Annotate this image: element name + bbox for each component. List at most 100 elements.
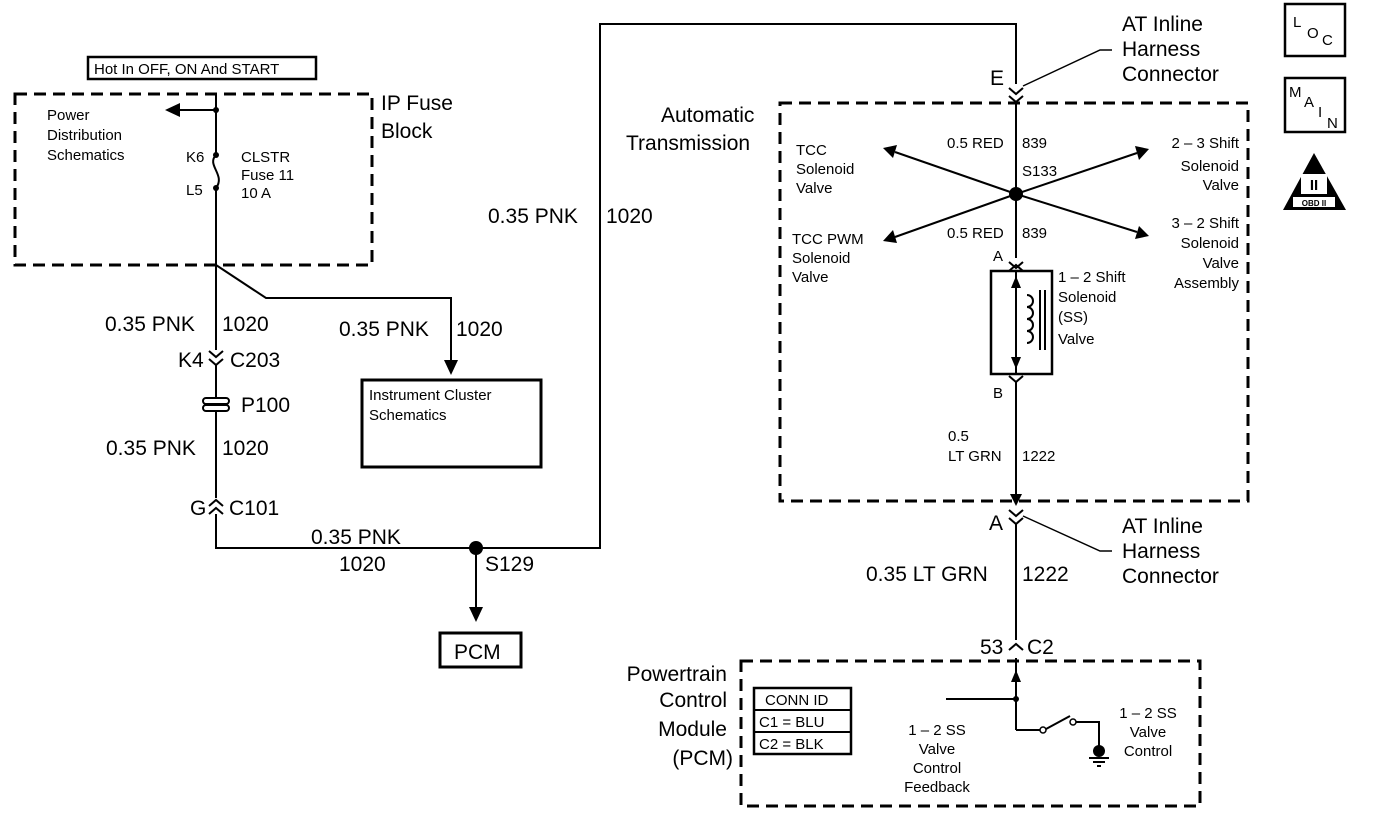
tcc-pwm-label-2: Solenoid	[792, 250, 850, 267]
tcc-label-3: Valve	[796, 180, 832, 197]
shift-23-arrow-icon	[1135, 146, 1149, 160]
p100-icon	[202, 397, 230, 412]
tcc-pwm-label-3: Valve	[792, 269, 828, 286]
shift-32-label-4: Assembly	[1174, 275, 1240, 292]
power-label-box: Hot In OFF, ON And START	[86, 55, 318, 81]
instrument-cluster-2: Schematics	[369, 407, 447, 424]
c101-connector-icon	[208, 498, 224, 507]
wire-8-size: 0.5 RED	[947, 135, 1004, 152]
c2-pin: 53	[980, 636, 1003, 659]
feedback-label-2: Valve	[919, 741, 955, 758]
shift-23-label-3: Valve	[1203, 177, 1239, 194]
wire-3-circuit: 1020	[222, 437, 269, 460]
shift-23-solenoid-wire	[1015, 152, 1138, 195]
c203-pin: K4	[178, 349, 204, 372]
wire-7-size-a: 0.5	[948, 428, 969, 445]
svg-text:O: O	[1307, 25, 1319, 42]
at-inline-bottom-1: AT Inline	[1122, 515, 1203, 538]
solenoid-coil-icon	[1026, 294, 1034, 344]
conn-id-row-1: C1 = BLU	[759, 714, 824, 731]
conn-id-title: CONN ID	[765, 692, 829, 709]
at-inline-bottom-leader	[1022, 515, 1112, 552]
shift-32-label-1: 3 – 2 Shift	[1171, 215, 1239, 232]
feedback-label-3: Control	[913, 760, 961, 777]
wire-7-size-b: LT GRN	[948, 448, 1002, 465]
automatic-transmission-2: Transmission	[626, 132, 750, 155]
wire-6-size: 0.35 LT GRN	[866, 563, 988, 586]
at-inline-bottom-2: Harness	[1122, 540, 1200, 563]
pcm-module-outline	[739, 659, 1202, 808]
instrument-cluster-1: Instrument Cluster	[369, 387, 492, 404]
power-distribution-3: Schematics	[47, 147, 125, 164]
power-distribution-2: Distribution	[47, 127, 122, 144]
main-icon[interactable]: M A I N	[1283, 76, 1347, 134]
power-distribution-arrow-icon	[165, 103, 180, 117]
pcm-module-4: (PCM)	[672, 747, 733, 770]
feedback-label-1: 1 – 2 SS	[908, 722, 966, 739]
connector-e-pin: E	[990, 67, 1004, 90]
svg-text:M: M	[1289, 84, 1302, 101]
svg-text:A: A	[1304, 94, 1314, 111]
automatic-transmission-1: Automatic	[661, 104, 754, 127]
pcm-arrow-icon	[469, 607, 483, 622]
ip-fuse-block-label-1: IP Fuse	[381, 92, 453, 115]
tcc-solenoid-wire	[894, 151, 1017, 195]
p100-label: P100	[241, 394, 290, 417]
tcc-pwm-label-1: TCC PWM	[792, 231, 864, 248]
valve-pin-b: B	[993, 385, 1003, 402]
svg-text:C: C	[1322, 32, 1333, 49]
c2-name: C2	[1027, 636, 1054, 659]
wire-2-size: 0.35 PNK	[339, 318, 429, 341]
wire-8-circuit: 839	[1022, 135, 1047, 152]
shift-32-label-2: Solenoid	[1181, 235, 1239, 252]
power-label: Hot In OFF, ON And START	[94, 61, 279, 78]
shift-32-arrow-icon	[1135, 226, 1149, 239]
wire-1-circuit: 1020	[222, 313, 269, 336]
valve-connector-a-icon	[1008, 261, 1024, 270]
fuse-pin-top: K6	[186, 149, 204, 166]
pcm-module-2: Control	[659, 689, 727, 712]
obd-ii-icon[interactable]: II OBD II	[1283, 153, 1346, 210]
conn-id-table: CONN ID C1 = BLU C2 = BLK	[752, 686, 853, 756]
pnk-wire-to-transmission	[215, 23, 1017, 549]
ip-fuse-block-label-2: Block	[381, 120, 433, 143]
ground-icon	[1093, 745, 1105, 757]
wire-4-size: 0.35 PNK	[311, 526, 401, 549]
conn-id-row-2: C2 = BLK	[759, 736, 824, 753]
fuse-name-2: Fuse 11	[241, 167, 294, 184]
wire-4-circuit: 1020	[339, 553, 386, 576]
shift-23-label-1: 2 – 3 Shift	[1171, 135, 1239, 152]
automatic-transmission-outline	[778, 101, 1250, 503]
wire-1-size: 0.35 PNK	[105, 313, 195, 336]
loc-icon[interactable]: L O C	[1283, 2, 1347, 58]
at-inline-top-3: Connector	[1122, 63, 1219, 86]
valve-pin-a: A	[993, 248, 1003, 265]
shift-32-label-3: Valve	[1203, 255, 1239, 272]
pcm-box	[438, 631, 523, 669]
at-inline-top-leader	[1022, 49, 1112, 87]
at-inline-top-1: AT Inline	[1122, 13, 1203, 36]
svg-text:I: I	[1318, 104, 1322, 121]
wire-5-circuit: 1020	[606, 205, 653, 228]
wire-9-size: 0.5 RED	[947, 225, 1004, 242]
connector-e-icon	[1008, 87, 1024, 96]
at-inline-bottom-3: Connector	[1122, 565, 1219, 588]
fuse-pin-bottom: L5	[186, 182, 203, 199]
fuse-name-1: CLSTR	[241, 149, 290, 166]
shift-32-solenoid-wire	[1015, 193, 1138, 233]
svg-text:N: N	[1327, 115, 1338, 132]
svg-text:II: II	[1310, 177, 1318, 194]
connector-a-outer-pin: A	[989, 512, 1003, 535]
pcm-module-3: Module	[658, 718, 727, 741]
control-label-2: Valve	[1130, 724, 1166, 741]
wire-5-size: 0.35 PNK	[488, 205, 578, 228]
wire-7-circuit: 1222	[1022, 448, 1055, 465]
wire-2-circuit: 1020	[456, 318, 503, 341]
connector-a-outer-icon	[1008, 509, 1024, 518]
wire-6-circuit: 1222	[1022, 563, 1069, 586]
fuse-icon	[212, 154, 220, 189]
control-label-3: Control	[1124, 743, 1172, 760]
shift-12-label-2: Solenoid	[1058, 289, 1116, 306]
splice-s129-label: S129	[485, 553, 534, 576]
